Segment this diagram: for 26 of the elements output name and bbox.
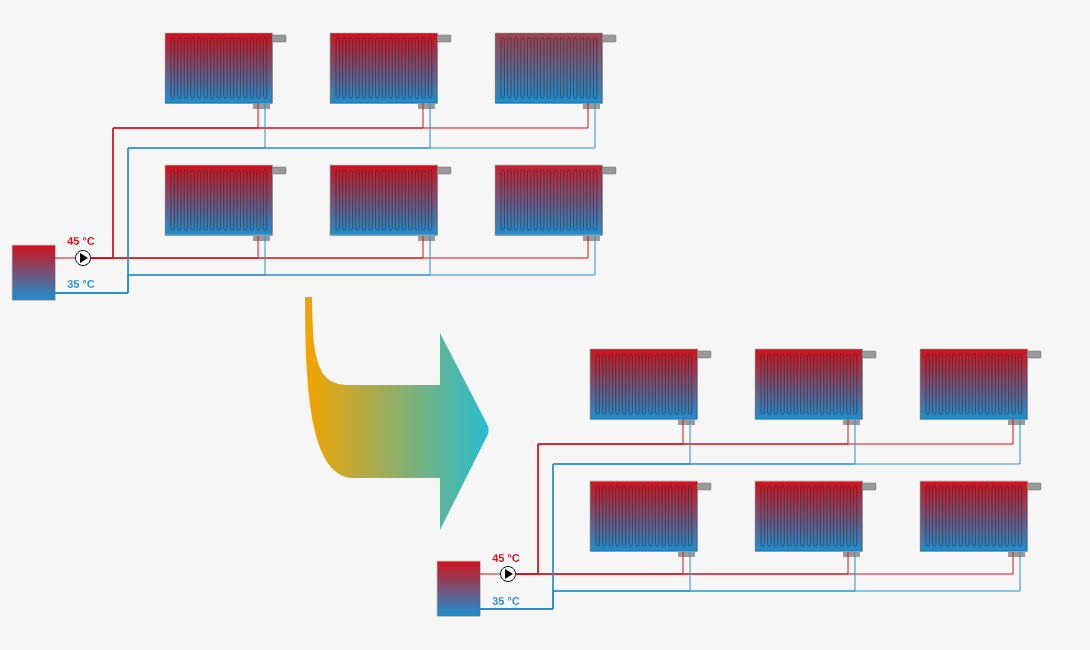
pipe (54, 235, 596, 294)
radiator (590, 349, 712, 425)
temperature-label: 35 °C (67, 280, 95, 288)
radiator (755, 481, 877, 557)
temperature-label: 45 °C (492, 554, 520, 562)
radiator (165, 33, 287, 109)
pipe (54, 257, 76, 259)
radiator (330, 33, 452, 109)
radiator (920, 481, 1042, 557)
pipe (90, 235, 589, 259)
radiator (920, 349, 1042, 425)
boiler (437, 561, 481, 617)
radiator (495, 33, 617, 109)
pump-symbol (75, 250, 91, 266)
radiator (495, 165, 617, 241)
pipe (479, 551, 1021, 610)
pump-symbol (500, 566, 516, 582)
pipe (479, 573, 501, 575)
pipe (515, 551, 1014, 575)
radiator (590, 481, 712, 557)
radiator (165, 165, 287, 241)
temperature-label: 45 °C (67, 237, 95, 245)
radiator (755, 349, 877, 425)
radiator (330, 165, 452, 241)
temperature-label: 35 °C (492, 597, 520, 605)
boiler (12, 245, 56, 301)
